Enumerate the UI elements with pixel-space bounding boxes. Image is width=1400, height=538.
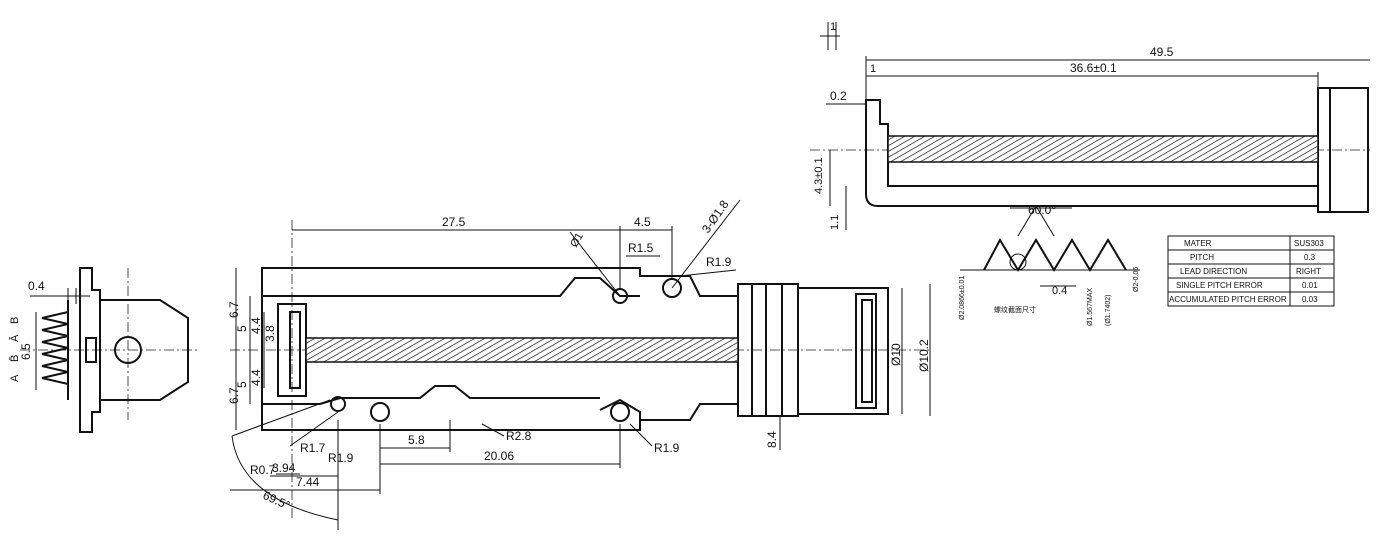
dim-h8-4: 8.4 [765,431,779,448]
dim-r1-5: R1.5 [628,241,654,255]
dim-27-5: 27.5 [442,215,466,229]
dim-r0-7: R0.7 [250,463,276,477]
dim-h4-4-top: 4.4 [249,317,263,334]
end-view-height-dim: 6.5 [19,343,33,360]
end-view: 0.4 6.5 A B̄ Ā B [8,267,200,433]
spec-table: MATER SUS303 PITCH 0.3 LEAD DIRECTION RI… [1167,235,1335,307]
spec-row-label: PITCH [1190,253,1214,262]
top-dim-4-3: 4.3±0.1 [813,157,825,194]
spec-row-label: MATER [1184,239,1212,248]
thread-pitch-dia: Ø1.567MAX [1087,288,1094,326]
top-dim-1: 1 [830,21,836,33]
thread-minor-dia: (Ø1.7402) [1105,294,1112,326]
spec-row-value: SUS303 [1294,239,1324,248]
dim-r1-9-top: R1.9 [706,255,732,269]
spec-row-label: LEAD DIRECTION [1180,267,1247,276]
thread-pitch: 0.4 [1052,285,1067,297]
spec-row-value: 0.03 [1302,295,1318,304]
phase-label-a: A [9,374,21,382]
spec-row-label: ACCUMULATED PITCH ERROR [1169,295,1287,304]
top-view: 1 49.5 1 36.6±0.1 0.2 4.3±0.1 1.1 [810,21,1370,230]
front-view: 27.5 4.5 3-Ø1.8 Ø1 R1.5 R1.9 6.7 5 4.4 3… [227,197,931,530]
dim-h6-7-top: 6.7 [227,301,241,318]
spec-row-value: 0.01 [1302,281,1318,290]
dim-r2-8: R2.8 [506,429,532,443]
dim-h5-bottom: 5 [235,381,249,388]
dim-r1-9-bottom: R1.9 [654,441,680,455]
dim-h6-7-bottom: 6.7 [227,387,241,404]
dim-h3-8: 3.8 [263,325,277,342]
phase-label-b-bar: B̄ [8,355,21,362]
mount-hole [610,402,630,422]
mount-hole [330,396,346,412]
dim-h5-top: 5 [235,325,249,332]
dim-r1-7: R1.7 [300,441,326,455]
thread-detail: 60.0° 0.4 Ø2.0866±0.01 Ø1.567MAX (Ø1.740… [959,203,1140,326]
top-dim-1-small: 1 [870,63,876,75]
top-dim-0-2: 0.2 [830,89,847,103]
spec-row-label: SINGLE PITCH ERROR [1176,281,1263,290]
spec-row-value: RIGHT [1296,267,1321,276]
dim-7-44: 7.44 [296,475,320,489]
dim-d10: Ø10 [889,343,903,366]
top-dim-1-1: 1.1 [829,215,841,230]
thread-outer-dia: Ø2-0.05 [1133,267,1140,292]
thread-angle: 60.0° [1028,203,1056,217]
spec-row-value: 0.3 [1304,253,1316,262]
phase-label-a-bar: Ā [9,334,21,342]
dim-4-5: 4.5 [634,215,651,229]
dim-r1-9-mid: R1.9 [328,451,354,465]
mount-hole [370,402,390,422]
top-dim-49-5: 49.5 [1150,45,1174,59]
dim-d10-2: Ø10.2 [917,339,931,372]
dim-5-8: 5.8 [408,433,425,447]
top-dim-36-6: 36.6±0.1 [1070,61,1117,75]
end-view-width-dim: 0.4 [28,279,45,293]
thread-caption: 螺纹截面尺寸 [994,305,1036,314]
phase-label-b: B [9,317,21,324]
thread-major-dia: Ø2.0866±0.01 [959,276,966,320]
dim-20-06: 20.06 [484,449,514,463]
dim-3-94: 3.94 [272,461,296,475]
dim-h4-4-bottom: 4.4 [249,369,263,386]
dim-angle-69-5: 69.5° [261,488,293,513]
